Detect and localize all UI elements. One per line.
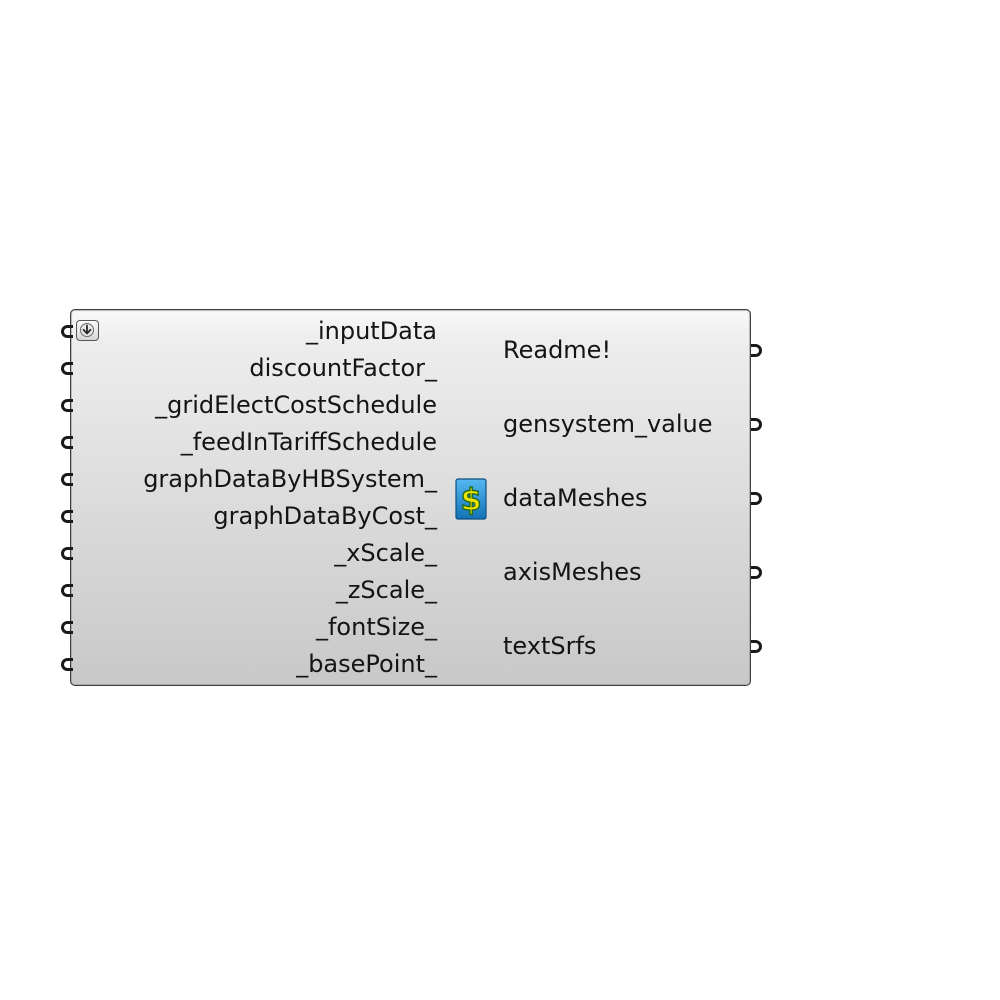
input-label-inputdata: _inputData (305, 317, 437, 345)
input-label-xscale: _xScale_ (334, 539, 437, 567)
output-label-textsrfs: textSrfs (503, 632, 597, 660)
input-label-basepoint: _basePoint_ (296, 650, 437, 678)
input-label-fontsize: _fontSize_ (315, 613, 437, 641)
input-port-feedintariffschedule[interactable] (61, 436, 73, 449)
input-label-graphdatabycost: graphDataByCost_ (213, 502, 437, 530)
input-port-discountfactor[interactable] (61, 362, 73, 375)
output-port-readme[interactable] (751, 344, 762, 357)
input-port-graphdatabycost[interactable] (61, 510, 73, 523)
input-port-xscale[interactable] (61, 547, 73, 560)
svg-text:$: $ (461, 483, 482, 518)
input-label-zscale: _zScale_ (335, 576, 437, 604)
input-label-gridelectcostschedule: _gridElectCostSchedule (155, 391, 437, 419)
input-label-feedintariffschedule: _feedInTariffSchedule (180, 428, 437, 456)
input-port-basepoint[interactable] (61, 658, 73, 671)
input-port-fontsize[interactable] (61, 621, 73, 634)
input-label-discountfactor: discountFactor_ (249, 354, 437, 382)
input-port-inputdata[interactable] (61, 325, 73, 338)
output-port-axismeshes[interactable] (751, 566, 762, 579)
dollar-icon: $ (455, 478, 487, 520)
output-label-gensystem-value: gensystem_value (503, 410, 713, 438)
output-port-gensystem-value[interactable] (751, 418, 762, 431)
output-port-textsrfs[interactable] (751, 640, 762, 653)
component-menu-button[interactable] (76, 320, 99, 341)
input-label-graphdatabyhbsystem: graphDataByHBSystem_ (143, 465, 437, 493)
output-label-readme: Readme! (503, 336, 612, 364)
input-port-graphdatabyhbsystem[interactable] (61, 473, 73, 486)
input-port-zscale[interactable] (61, 584, 73, 597)
output-label-axismeshes: axisMeshes (503, 558, 642, 586)
output-port-datameshes[interactable] (751, 492, 762, 505)
arrow-down-icon (80, 323, 94, 337)
output-label-datameshes: dataMeshes (503, 484, 648, 512)
input-port-gridelectcostschedule[interactable] (61, 399, 73, 412)
